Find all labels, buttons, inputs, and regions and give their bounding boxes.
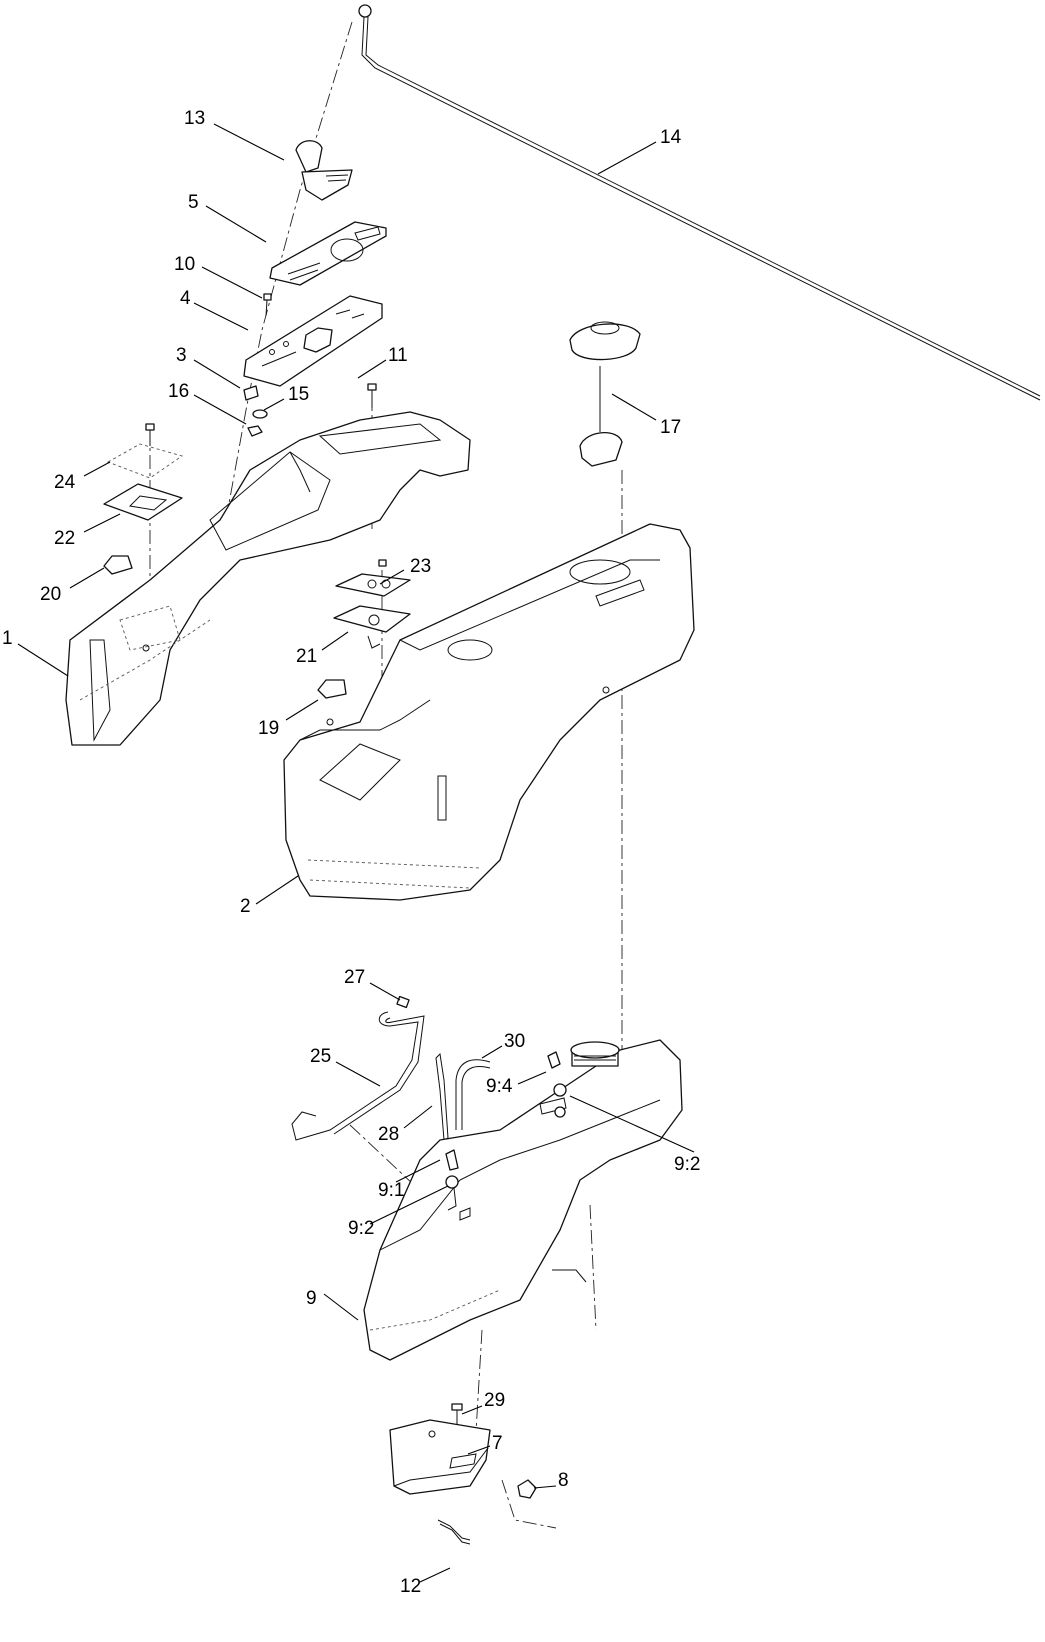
bracket-7 bbox=[389, 1419, 491, 1495]
decal-24 bbox=[106, 443, 184, 479]
fitting-27 bbox=[396, 995, 410, 1009]
callout-9-1: 9:1 bbox=[378, 1180, 404, 1201]
decal-23 bbox=[335, 573, 411, 597]
callout-3: 3 bbox=[176, 345, 187, 366]
console-body-2 bbox=[283, 523, 695, 901]
callout-14: 14 bbox=[660, 127, 682, 148]
decal-plate-5 bbox=[269, 221, 387, 286]
callout-9-4: 9:4 bbox=[486, 1076, 513, 1097]
cap-20 bbox=[103, 555, 133, 575]
shift-lever-13 bbox=[295, 140, 353, 201]
callout-9: 9 bbox=[306, 1288, 317, 1309]
callout-25: 25 bbox=[310, 1046, 331, 1067]
callout-30: 30 bbox=[504, 1031, 525, 1052]
hose-30 bbox=[455, 1059, 491, 1130]
callout-5: 5 bbox=[188, 192, 199, 213]
callout-21: 21 bbox=[296, 646, 317, 667]
callout-23: 23 bbox=[410, 556, 431, 577]
callout-9-2-right: 9:2 bbox=[674, 1154, 700, 1175]
zip-tie-28 bbox=[435, 1052, 449, 1141]
console-plate-4 bbox=[243, 295, 383, 387]
callout-28: 28 bbox=[378, 1124, 399, 1145]
cable-14 bbox=[358, 4, 1041, 401]
callout-27: 27 bbox=[344, 967, 365, 988]
callout-22: 22 bbox=[54, 528, 75, 549]
console-body-1 bbox=[65, 411, 471, 746]
fasteners bbox=[145, 293, 387, 567]
callout-16: 16 bbox=[168, 381, 189, 402]
hose-25 bbox=[291, 1011, 425, 1141]
callout-1: 1 bbox=[2, 628, 13, 649]
callout-12: 12 bbox=[400, 1576, 421, 1597]
callout-9-2-left: 9:2 bbox=[348, 1218, 374, 1239]
callout-leaders bbox=[17, 123, 695, 1583]
callout-11: 11 bbox=[388, 345, 408, 366]
plate-22 bbox=[103, 483, 183, 521]
clip-12 bbox=[437, 1519, 471, 1545]
callout-4: 4 bbox=[180, 288, 191, 309]
cap-19 bbox=[317, 679, 347, 699]
gas-cap-17 bbox=[569, 321, 641, 467]
callout-labels: 13 14 5 10 4 3 11 16 15 17 24 22 20 1 23… bbox=[2, 108, 700, 1597]
callout-13: 13 bbox=[184, 108, 205, 129]
callout-8: 8 bbox=[558, 1470, 569, 1491]
bolt-8 bbox=[517, 1479, 537, 1499]
callout-24: 24 bbox=[54, 472, 76, 493]
callout-19: 19 bbox=[258, 718, 279, 739]
callout-10: 10 bbox=[174, 254, 195, 275]
callout-2: 2 bbox=[240, 896, 251, 917]
callout-15: 15 bbox=[288, 384, 309, 405]
callout-17: 17 bbox=[660, 417, 681, 438]
callout-29: 29 bbox=[484, 1390, 505, 1411]
callout-20: 20 bbox=[40, 584, 61, 605]
fuel-tank-9 bbox=[363, 1039, 683, 1361]
plate-21 bbox=[333, 605, 411, 649]
callout-7: 7 bbox=[492, 1433, 503, 1454]
